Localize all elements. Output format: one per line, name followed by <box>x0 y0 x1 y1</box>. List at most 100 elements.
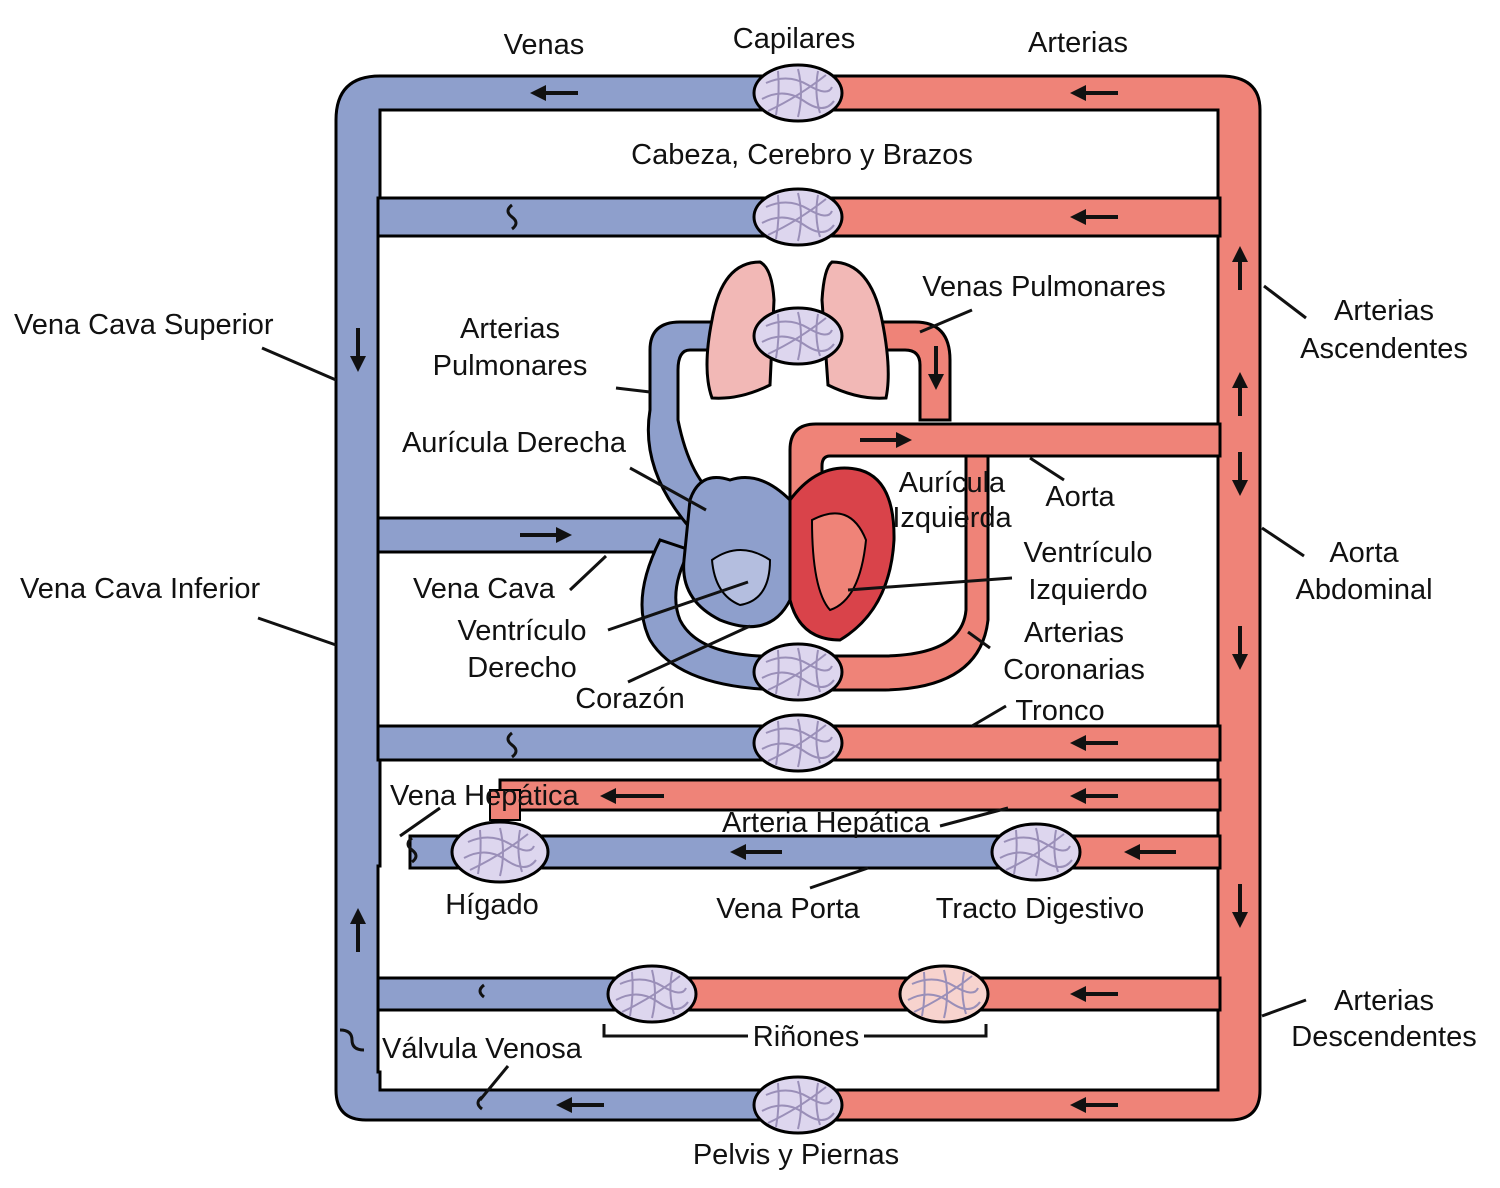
capillary-beds <box>450 63 1082 1135</box>
arrow-left <box>1070 986 1118 1002</box>
arrow-up <box>1232 246 1248 290</box>
leader-arterias-coronarias <box>967 630 991 650</box>
label-valvula-venosa: Válvula Venosa <box>382 1033 583 1065</box>
leader-ventriculo-derecho <box>607 580 749 632</box>
capillary-liver <box>450 820 550 884</box>
label-arterias-coronarias-2: Coronarias <box>1003 654 1145 686</box>
capillary-kidney-left <box>606 964 698 1024</box>
label-venas-pulmonares: Venas Pulmonares <box>922 271 1165 303</box>
label-arterias-pulmonares-2: Pulmonares <box>433 350 588 382</box>
capillary-lungs <box>752 306 844 366</box>
leader-arterias-descendentes <box>1261 998 1307 1018</box>
label-tracto-digestivo: Tracto Digestivo <box>936 893 1144 925</box>
label-arterias-descendentes-2: Descendentes <box>1291 1021 1476 1053</box>
leader-aorta-abdominal <box>1261 526 1305 558</box>
label-aorta: Aorta <box>1045 481 1115 513</box>
label-vena-hepatica: Vena Hepática <box>390 780 580 812</box>
leader-vena-porta <box>809 866 869 890</box>
label-pelvis: Pelvis y Piernas <box>693 1139 899 1171</box>
label-venas: Venas <box>504 29 585 61</box>
label-auricula-izquierda-2: Izquierda <box>892 502 1012 534</box>
arrow-left <box>730 844 782 860</box>
leader-corazon <box>627 624 751 684</box>
artery-bar-tronco <box>798 724 1222 762</box>
bracket-rinones <box>602 1024 988 1038</box>
leader-ventriculo-izquierdo <box>847 576 1013 592</box>
leader-valvula-venosa <box>478 1065 510 1101</box>
label-aorta-abdominal-2: Abdominal <box>1295 574 1432 606</box>
label-cabeza: Cabeza, Cerebro y Brazos <box>631 139 973 171</box>
label-aorta-abdominal-1: Aorta <box>1329 537 1399 569</box>
right-lung <box>820 260 890 400</box>
artery-bar-2 <box>798 196 1222 238</box>
leader-vena-hepatica <box>399 806 441 838</box>
leader-vena-cava-inferior <box>257 616 337 647</box>
valve-mark <box>506 731 518 759</box>
label-higado: Hígado <box>445 889 539 921</box>
arrow-down <box>1232 626 1248 670</box>
capillary-coronary <box>752 642 844 702</box>
arrow-right <box>860 432 912 448</box>
arrow-down <box>928 346 944 390</box>
label-vena-cava-inferior: Vena Cava Inferior <box>20 573 261 605</box>
label-auricula-izquierda-1: Aurícula <box>899 467 1006 499</box>
label-rinones: Riñones <box>753 1021 859 1053</box>
label-arterias-ascendentes-1: Arterias <box>1334 295 1434 327</box>
arrow-left <box>556 1097 604 1113</box>
capillary-kidney-right <box>898 964 990 1024</box>
capillary-pelvis <box>752 1075 844 1135</box>
label-vena-cava-superior: Vena Cava Superior <box>14 309 274 341</box>
arrow-left <box>1070 788 1118 804</box>
leader-vena-cava <box>568 554 608 592</box>
venous-valves <box>339 203 518 1111</box>
arrow-left <box>600 788 664 804</box>
label-arterias-coronarias-1: Arterias <box>1024 617 1124 649</box>
label-arteria-hepatica: Arteria Hepática <box>722 807 931 839</box>
valve-mark <box>478 983 485 999</box>
arrow-down <box>1232 884 1248 928</box>
label-arterias-pulmonares-1: Arterias <box>460 313 560 345</box>
vein-bar-2 <box>376 196 802 238</box>
capillary-head <box>752 63 844 123</box>
leader-vena-cava-superior <box>261 346 337 382</box>
aorta-arch <box>788 422 1222 542</box>
arrow-left <box>1070 209 1118 225</box>
label-vena-porta: Vena Porta <box>716 893 860 925</box>
label-corazon: Corazón <box>575 683 685 715</box>
valve-mark <box>339 1028 365 1052</box>
leader-auricula-derecha <box>629 466 707 512</box>
capillary-trunk <box>752 713 844 773</box>
leader-venas-pulmonares <box>919 308 973 334</box>
leader-lines <box>257 284 1307 1101</box>
label-vena-cava: Vena Cava <box>413 573 556 605</box>
hepatic-connector <box>489 789 521 821</box>
arrow-up <box>350 908 366 952</box>
arrow-down <box>350 328 366 372</box>
arrow-up <box>1232 372 1248 416</box>
heart <box>682 466 896 642</box>
capillary-digestive <box>990 822 1082 882</box>
arrow-left <box>1070 85 1118 101</box>
leader-aorta <box>1029 456 1065 482</box>
label-capilares: Capilares <box>733 23 856 55</box>
leader-arterias-ascendentes <box>1263 284 1307 320</box>
valve-mark <box>406 836 418 864</box>
label-ventriculo-derecho-1: Ventrículo <box>458 615 587 647</box>
lungs <box>705 260 890 400</box>
capillary-arms <box>752 187 844 247</box>
label-ventriculo-izquierdo-1: Ventrículo <box>1024 537 1153 569</box>
arrow-down <box>1232 452 1248 496</box>
arrow-left <box>1070 735 1118 751</box>
flow-arrows <box>350 85 1248 1113</box>
label-tronco: Tronco <box>1015 695 1104 727</box>
arrow-left <box>1124 844 1176 860</box>
left-lung <box>705 260 776 400</box>
arrow-left <box>1070 1097 1118 1113</box>
valve-mark <box>506 203 518 231</box>
label-ventriculo-izquierdo-2: Izquierdo <box>1028 574 1147 606</box>
label-arterias-ascendentes-2: Ascendentes <box>1300 333 1468 365</box>
label-auricula-derecha: Aurícula Derecha <box>402 427 627 459</box>
vein-bar-tronco <box>376 724 802 762</box>
leader-arterias-pulmonares <box>615 386 651 394</box>
